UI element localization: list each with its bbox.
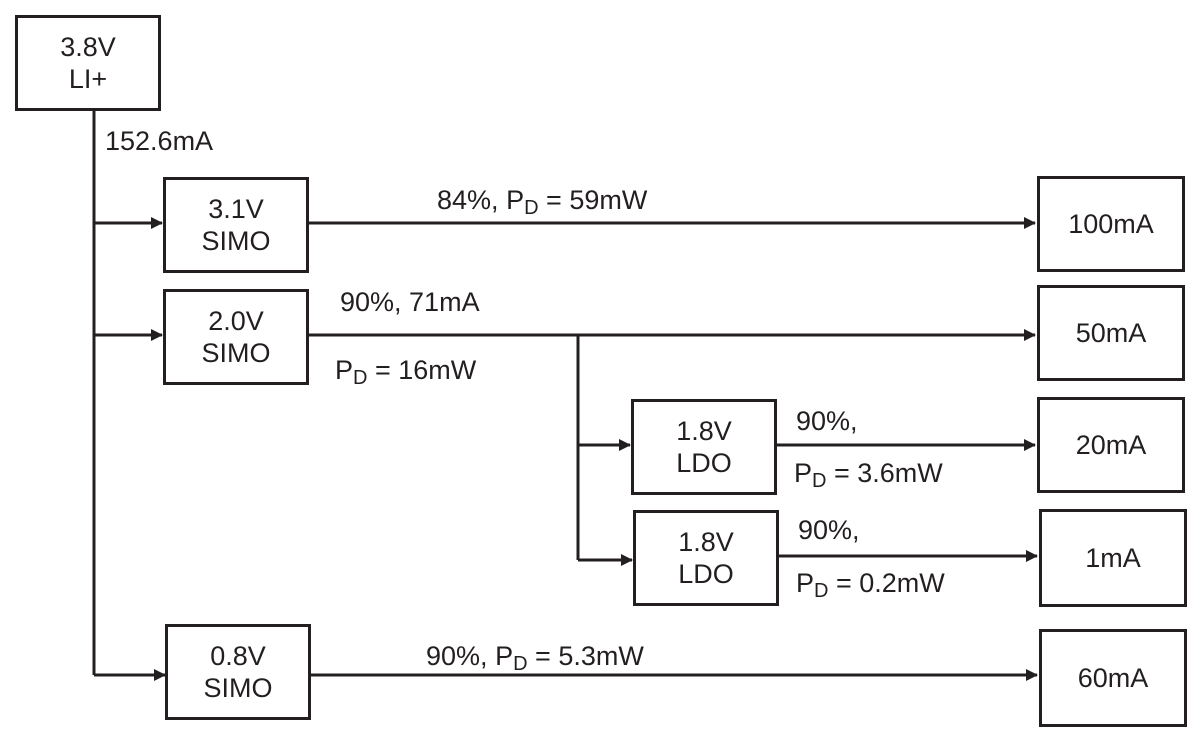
load-50ma-box: 50mA <box>1037 285 1185 381</box>
simo-2v0-voltage: 2.0V <box>208 306 264 336</box>
simo-2v0-box: 2.0V SIMO <box>163 289 309 385</box>
ldo-a-voltage: 1.8V <box>676 416 732 446</box>
simo-0v8-annotation: 90%, PD = 5.3mW <box>426 641 644 675</box>
load-1ma-label: 1mA <box>1085 543 1141 573</box>
load-50ma-label: 50mA <box>1075 318 1147 348</box>
source-voltage: 3.8V <box>60 32 116 62</box>
simo-2v0-efficiency: 90%, 71mA <box>340 287 480 317</box>
simo-2v0-type: SIMO <box>201 338 271 368</box>
ldo-b-box: 1.8V LDO <box>633 510 779 606</box>
ldo-a-box: 1.8V LDO <box>631 399 777 495</box>
load-100ma-box: 100mA <box>1037 176 1185 272</box>
ldo-b-dissipation: PD = 0.2mW <box>796 568 945 602</box>
ldo-a-dissipation: PD = 3.6mW <box>794 458 943 492</box>
simo-0v8-voltage: 0.8V <box>210 641 266 671</box>
ldo-b-voltage: 1.8V <box>678 527 734 557</box>
load-20ma-label: 20mA <box>1075 430 1147 460</box>
ldo-a-type: LDO <box>676 448 732 478</box>
source-battery-box: 3.8V LI+ <box>15 15 161 111</box>
simo-0v8-box: 0.8V SIMO <box>165 624 311 720</box>
source-type: LI+ <box>68 64 108 94</box>
load-60ma-box: 60mA <box>1039 629 1187 727</box>
simo-3v1-box: 3.1V SIMO <box>163 177 309 273</box>
load-60ma-label: 60mA <box>1077 663 1149 693</box>
ldo-a-efficiency: 90%, <box>796 406 858 436</box>
simo-3v1-voltage: 3.1V <box>208 194 264 224</box>
ldo-b-efficiency: 90%, <box>798 515 860 545</box>
simo-3v1-annotation: 84%, PD = 59mW <box>437 185 648 219</box>
load-100ma-label: 100mA <box>1068 209 1154 239</box>
ldo-b-type: LDO <box>678 559 734 589</box>
load-1ma-box: 1mA <box>1039 509 1187 607</box>
simo-2v0-dissipation: PD = 16mW <box>335 355 477 389</box>
simo-3v1-type: SIMO <box>201 226 271 256</box>
source-current-label: 152.6mA <box>105 126 214 156</box>
load-20ma-box: 20mA <box>1037 397 1185 493</box>
simo-0v8-type: SIMO <box>203 673 273 703</box>
